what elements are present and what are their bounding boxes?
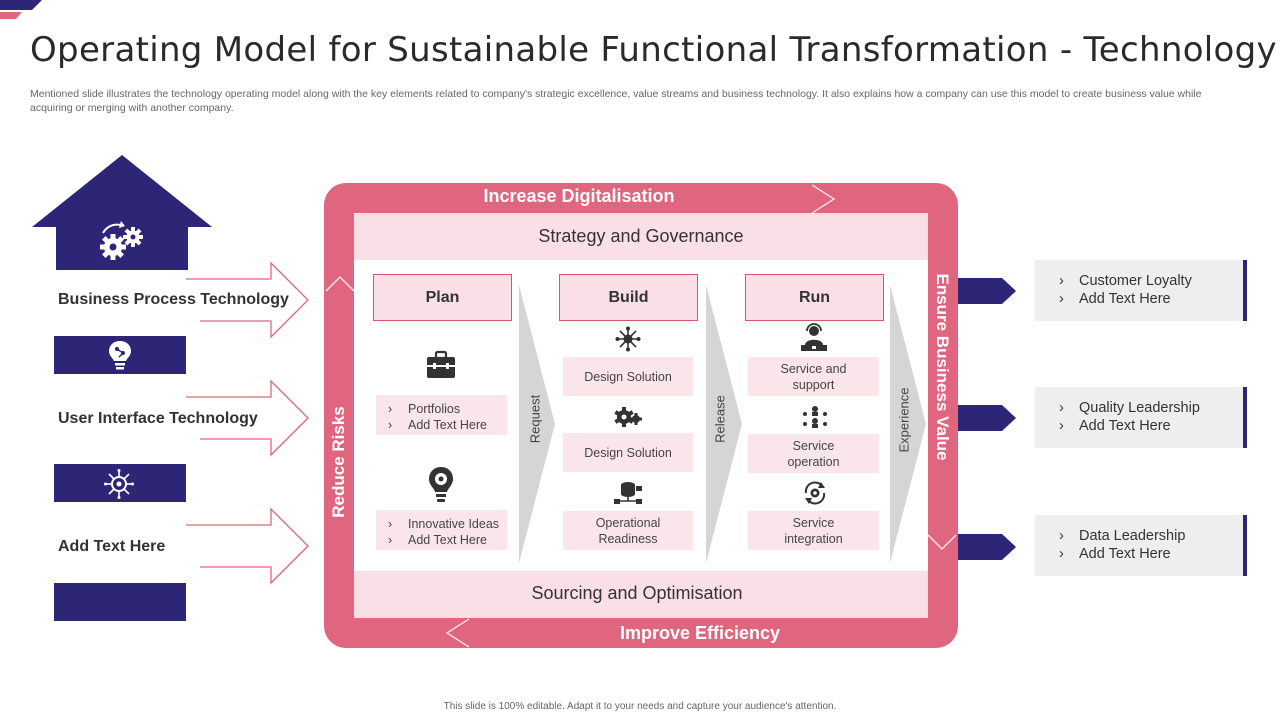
bullet-chevron: ›	[1059, 528, 1064, 544]
right-item-text: Add Text Here	[1079, 418, 1171, 434]
frame-top-label: Increase Digitalisation	[483, 186, 675, 206]
chevron-label-request: Request	[527, 394, 543, 444]
plan-item: Add Text Here	[408, 533, 487, 547]
strategy-governance-band: Strategy and Governance	[354, 213, 928, 260]
network-gear-icon	[614, 325, 642, 353]
team-network-icon	[800, 401, 830, 431]
left-item-bar	[54, 583, 186, 621]
right-item-text: Add Text Here	[1079, 546, 1171, 562]
right-arrow-1	[958, 278, 1016, 304]
support-agent-icon	[798, 322, 830, 354]
build-box: Design Solution	[563, 433, 693, 472]
build-box: Operational Readiness	[563, 511, 693, 550]
lightbulb-gear-icon	[424, 464, 458, 506]
right-item-box: › Quality Leadership › Add Text Here	[1035, 387, 1247, 448]
run-box: Service operation	[748, 434, 879, 473]
database-network-icon	[612, 479, 644, 507]
lightbulb-brain-icon	[104, 338, 136, 372]
frame-bottom-label: Improve Efficiency	[619, 623, 781, 643]
bullet-chevron: ›	[388, 402, 393, 416]
right-item-box: › Customer Loyalty › Add Text Here	[1035, 260, 1247, 321]
plan-box-ideas: › Innovative Ideas › Add Text Here	[376, 510, 507, 550]
right-arrow-2	[958, 405, 1016, 431]
cycle-gear-icon	[801, 479, 829, 507]
page-subtitle: Mentioned slide illustrates the technolo…	[30, 88, 1202, 114]
chevron-release	[706, 285, 742, 563]
right-item-text: Quality Leadership	[1079, 400, 1200, 416]
plan-item: Innovative Ideas	[408, 517, 500, 531]
house-roof	[32, 155, 212, 227]
gears-icon	[96, 218, 150, 264]
briefcase-icon	[424, 348, 458, 382]
page-title: Operating Model for Sustainable Function…	[30, 30, 1277, 70]
left-item-label: Business Process Technology	[58, 291, 289, 308]
stage-build-header: Build	[559, 274, 698, 321]
chevron-experience	[890, 285, 926, 563]
frame-right-label: Ensure Business Value	[933, 273, 952, 461]
left-item-label: User Interface Technology	[58, 410, 258, 427]
chevron-request	[519, 285, 555, 563]
run-box: Service and support	[748, 357, 879, 396]
footer-note: This slide is 100% editable. Adapt it to…	[443, 701, 837, 712]
frame-arrow-decorations	[325, 184, 957, 648]
circuit-chip-icon	[102, 467, 136, 500]
bullet-chevron: ›	[388, 517, 393, 531]
bullet-chevron: ›	[1059, 546, 1064, 562]
run-box: Service integration	[748, 511, 879, 550]
right-item-text: Add Text Here	[1079, 291, 1171, 307]
chevron-label-release: Release	[712, 395, 728, 443]
frame-left-label: Reduce Risks	[329, 406, 348, 518]
bullet-chevron: ›	[1059, 273, 1064, 289]
plan-item: Add Text Here	[408, 418, 487, 432]
bullet-chevron: ›	[388, 418, 393, 432]
bullet-chevron: ›	[1059, 291, 1064, 307]
stage-plan-header: Plan	[373, 274, 512, 321]
right-item-text: Customer Loyalty	[1079, 273, 1192, 289]
bullet-chevron: ›	[1059, 400, 1064, 416]
build-box: Design Solution	[563, 357, 693, 396]
bullet-chevron: ›	[388, 533, 393, 547]
sourcing-optimisation-band: Sourcing and Optimisation	[354, 571, 928, 618]
bullet-chevron: ›	[1059, 418, 1064, 434]
gears-icon	[612, 403, 644, 431]
chevron-label-experience: Experience	[896, 387, 912, 453]
corner-decoration	[0, 0, 42, 19]
connector-arrows-left	[186, 261, 309, 585]
plan-item: Portfolios	[408, 402, 461, 416]
stage-run-header: Run	[745, 274, 884, 321]
right-item-box: › Data Leadership › Add Text Here	[1035, 515, 1247, 576]
left-item-label: Add Text Here	[58, 538, 166, 555]
right-arrow-3	[958, 534, 1016, 560]
right-item-text: Data Leadership	[1079, 528, 1186, 544]
plan-box-portfolios: › Portfolios › Add Text Here	[376, 395, 507, 435]
